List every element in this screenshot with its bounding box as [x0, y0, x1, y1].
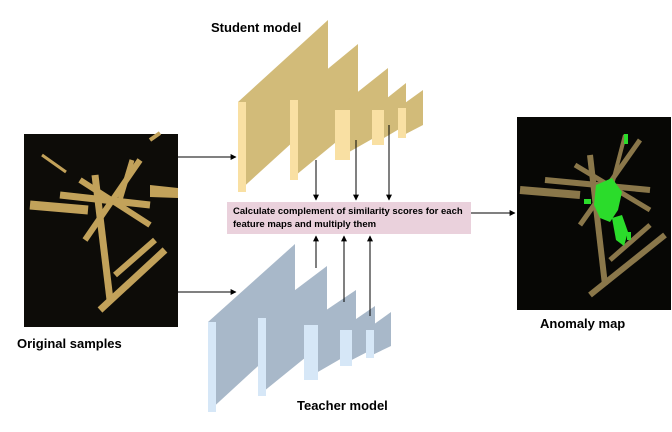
original-samples-label: Original samples [17, 336, 122, 351]
teacher-block-2 [258, 266, 327, 396]
original-sample-image [24, 131, 178, 327]
teacher-block-1 [208, 244, 295, 412]
anomaly-highlight [584, 134, 631, 246]
student-block-4 [372, 83, 406, 145]
student-block-1 [238, 20, 328, 192]
teacher-model-blocks [208, 244, 391, 412]
anomaly-map-image [517, 117, 671, 310]
original-image-objects [29, 131, 168, 313]
student-model-label: Student model [211, 20, 302, 35]
similarity-calculation-text: Calculate complement of similarity score… [233, 206, 463, 230]
teacher-block-5 [366, 312, 391, 358]
student-model-blocks [238, 20, 423, 192]
connection-arrows [178, 125, 516, 316]
student-block-5 [398, 90, 423, 138]
similarity-calculation-box: Calculate complement of similarity score… [227, 202, 471, 234]
student-block-2 [290, 44, 358, 180]
teacher-model-label: Teacher model [297, 398, 388, 413]
anomaly-map-label: Anomaly map [540, 316, 626, 331]
